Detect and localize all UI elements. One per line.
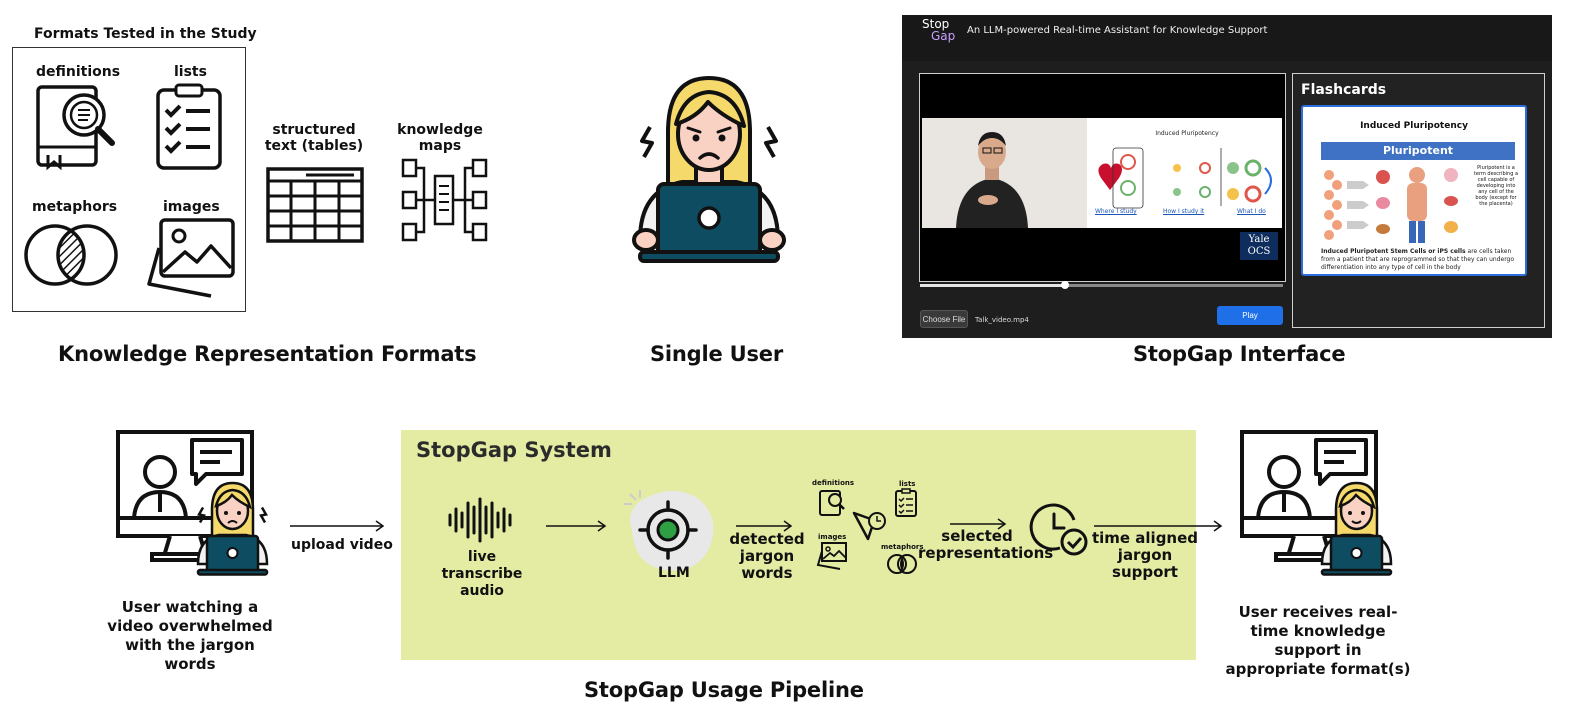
logo-line-1: Stop: [922, 17, 950, 31]
arrow-to-detected: [736, 520, 793, 532]
flashcard-banner: Pluripotent: [1321, 142, 1515, 160]
lecture-slide: Induced Pluripotency Where I study How I…: [1087, 118, 1282, 228]
slide-link-how: How I study it: [1163, 208, 1205, 215]
arrow-to-receiver: [1094, 520, 1223, 532]
video-progress-track[interactable]: [920, 281, 1283, 289]
detected-jargon-label: detected jargon words: [729, 530, 805, 582]
stopgap-interface-window: Stop Gap An LLM-powered Real-time Assist…: [902, 15, 1552, 338]
knowledge-maps-label: knowledge maps: [397, 122, 483, 154]
flashcard[interactable]: Induced Pluripotency Pluripotent: [1301, 105, 1527, 276]
lists-label: lists: [174, 64, 207, 80]
logo-line-2: Gap: [931, 29, 956, 43]
user-watching-caption: User watching a video overwhelmed with t…: [107, 598, 273, 673]
stopgap-pipeline-title: StopGap Usage Pipeline: [584, 678, 864, 702]
flashcard-side-text: Pluripotent is a term describing a cell …: [1473, 165, 1519, 207]
play-button[interactable]: Play: [1217, 306, 1283, 325]
stopgap-system-title: StopGap System: [416, 438, 612, 462]
video-player[interactable]: Induced Pluripotency Where I study How I…: [919, 73, 1286, 282]
formats-box-title: Formats Tested in the Study: [34, 26, 257, 42]
llm-target-icon: [624, 490, 714, 571]
mini-metaphors-label: metaphors: [881, 543, 924, 551]
flashcard-title: Induced Pluripotency: [1360, 121, 1468, 131]
choose-file-button[interactable]: Choose File: [920, 310, 968, 328]
stressed-user-laptop-icon: [632, 75, 786, 263]
definitions-book-icon: [36, 85, 115, 171]
images-label: images: [163, 199, 220, 215]
upload-video-label: upload video: [291, 537, 393, 553]
flashcards-panel: Flashcards Induced Pluripotency Pluripot…: [1292, 73, 1545, 328]
clock-check-icon: [1029, 503, 1088, 556]
mini-metaphors-icon: [887, 554, 917, 574]
file-name-text: Talk_video.mp4: [975, 316, 1029, 324]
speaker-figure: [956, 132, 1028, 228]
user-watching-video-icon: [116, 430, 269, 576]
formats-box: [12, 47, 246, 312]
mini-definitions-icon: [819, 490, 845, 516]
yale-watermark: Yale OCS: [1240, 232, 1278, 260]
lists-clipboard-icon: [156, 83, 222, 170]
arrow-to-selected: [950, 518, 1007, 530]
slide-title: Induced Pluripotency: [1155, 130, 1219, 137]
images-picture-icon: [147, 218, 235, 298]
mini-images-label: images: [818, 533, 847, 541]
knowledge-map-icon: [401, 158, 488, 242]
interface-header: Stop Gap An LLM-powered Real-time Assist…: [902, 15, 1552, 61]
flashcard-caption: Induced Pluripotent Stem Cells or iPS ce…: [1321, 248, 1521, 272]
watermark-line-2: OCS: [1247, 246, 1271, 257]
video-progress-fill: [920, 284, 1066, 287]
live-transcribe-label: live transcribe audio: [441, 549, 523, 599]
selection-pointer-icon: [852, 511, 886, 541]
user-receiving-support-icon: [1240, 430, 1393, 576]
mini-lists-icon: [895, 488, 917, 517]
watermark-line-1: Yale: [1248, 234, 1270, 245]
slide-link-what: What I do: [1237, 208, 1266, 215]
flashcards-title: Flashcards: [1301, 82, 1387, 98]
table-icon: [266, 167, 364, 243]
slide-diagram: [1098, 147, 1272, 209]
stopgap-logo: Stop Gap: [922, 18, 955, 42]
llm-label: LLM: [658, 565, 690, 581]
knowledge-formats-title: Knowledge Representation Formats: [58, 342, 477, 366]
structured-text-label: structured text (tables): [264, 122, 364, 154]
interface-subtitle: An LLM-powered Real-time Assistant for K…: [967, 25, 1268, 36]
mini-images-icon: [816, 542, 847, 570]
audio-waveform-icon: [448, 497, 512, 543]
mini-definitions-label: definitions: [812, 479, 855, 487]
speaker-video-frame: [922, 118, 1087, 228]
selected-representations-label: selected representations: [918, 527, 1054, 562]
slide-link-where: Where I study: [1095, 208, 1137, 215]
single-user-title: Single User: [650, 342, 784, 366]
definitions-label: definitions: [36, 64, 121, 80]
flashcard-caption-rest: are cells taken from a patient that are …: [1321, 248, 1515, 271]
stopgap-interface-title: StopGap Interface: [1133, 342, 1346, 366]
user-receives-caption: User receives real-time knowledge suppor…: [1225, 603, 1411, 678]
arrow-to-system: [290, 520, 385, 532]
mini-lists-label: lists: [899, 480, 916, 488]
flashcard-caption-bold: Induced Pluripotent Stem Cells or iPS ce…: [1321, 248, 1466, 255]
video-progress-knob[interactable]: [1061, 281, 1070, 289]
pluripotent-illustration: [1324, 167, 1458, 243]
metaphors-label: metaphors: [32, 199, 118, 215]
metaphors-venn-icon: [24, 224, 118, 286]
time-aligned-label: time aligned jargon support: [1091, 529, 1199, 581]
arrow-to-llm: [546, 520, 607, 532]
